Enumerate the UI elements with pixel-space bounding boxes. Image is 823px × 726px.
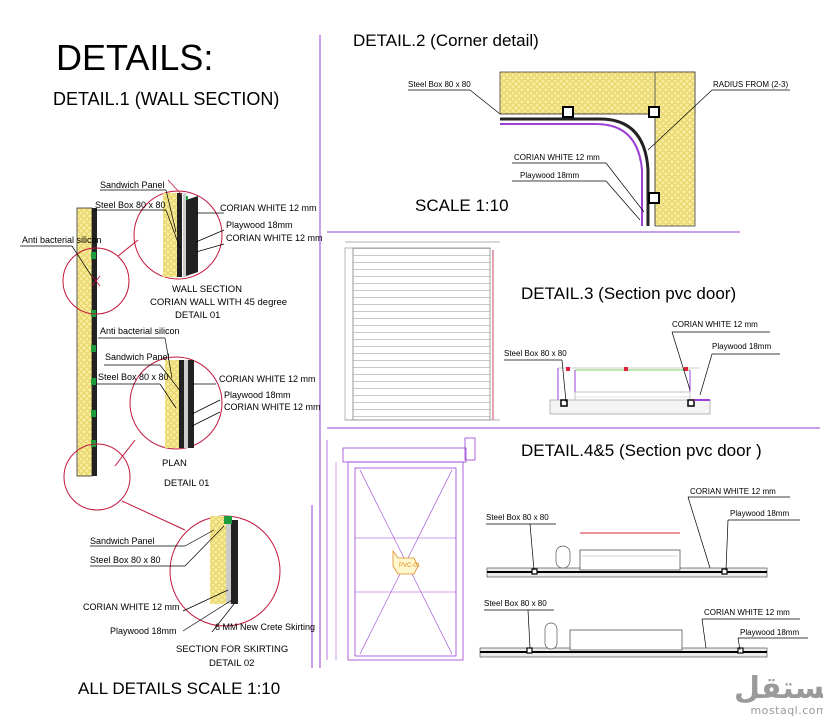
d3-corian-label: CORIAN WHITE 12 mm [672,320,758,329]
d2-radius-label: RADIUS FROM (2-3) [713,80,789,89]
d1-bot-skirting-label: 6 MM New Crete Skirting [215,622,316,632]
d45-upper-corian-label: CORIAN WHITE 12 mm [690,487,776,496]
detail45-door-elevation [326,437,476,661]
detail2-corner [408,71,790,227]
detail1-callout-bottom-detail [210,516,238,604]
d2-corian-label: CORIAN WHITE 12 mm [514,153,600,162]
d1-mid-sandwich-label: Sandwich Panel [105,352,170,362]
detail1-callout-top-detail [163,193,198,277]
d1-bot-plywood-label: Playwood 18mm [110,626,177,636]
d1-bot-sandwich-label: Sandwich Panel [90,536,155,546]
detail1-callout-mid-detail [165,360,194,448]
watermark-latin: mostaql.com [750,704,823,717]
d1-top-caption1: WALL SECTION [172,284,243,295]
detail3-title: DETAIL.3 (Section pvc door) [521,284,737,303]
detail1-wall-strip [76,207,97,477]
sheet-title: DETAILS: [56,37,214,78]
d45-upper-plywood-label: Playwood 18mm [730,509,790,518]
d2-steel-label: Steel Box 80 x 80 [408,80,471,89]
d1-mid-caption2: DETAIL 01 [164,478,210,489]
detail1-red-marks [91,179,183,287]
watermark: مستقل mostaql.com [734,671,823,718]
d1-top-caption2: CORIAN WALL WITH 45 degree [150,297,288,308]
d1-top-plywood-label: Playwood 18mm [226,220,293,230]
d1-mid-silicon-label: Anti bacterial silicon [100,326,180,336]
detail2-title: DETAIL.2 (Corner detail) [353,31,539,50]
d1-mid-steel-label: Steel Box 80 x 80 [98,372,169,382]
d1-bot-caption1: SECTION FOR SKIRTING [176,644,289,655]
d1-mid-caption1: PLAN [162,458,187,469]
d1-top-sandwich-label: Sandwich Panel [100,180,165,190]
d1-top-corian2-label: CORIAN WHITE 12 mm [226,233,323,243]
d45-lower-plywood-label: Playwood 18mm [740,628,800,637]
d45-door-tag: PVC-01 [399,563,421,569]
d45-upper-steel-label: Steel Box 80 x 80 [486,513,549,522]
detail1-title: DETAIL.1 (WALL SECTION) [53,89,280,109]
d1-top-silicon-label: Anti bacterial silicon [22,235,102,245]
d1-mid-corian1-label: CORIAN WHITE 12 mm [219,374,316,384]
detail2-scale: SCALE 1:10 [415,196,509,215]
d45-lower-steel-label: Steel Box 80 x 80 [484,599,547,608]
detail45-title: DETAIL.4&5 (Section pvc door ) [521,441,762,460]
detail1-leaders [20,189,235,633]
d45-lower-corian-label: CORIAN WHITE 12 mm [704,608,790,617]
d1-top-corian1-label: CORIAN WHITE 12 mm [220,203,317,213]
sheet-footer-scale: ALL DETAILS SCALE 1:10 [78,679,281,698]
d1-mid-corian2-label: CORIAN WHITE 12 mm [224,402,321,412]
d1-bot-corian-label: CORIAN WHITE 12 mm [83,602,180,612]
d1-top-steel-label: Steel Box 80 x 80 [95,200,166,210]
d3-plywood-label: Playwood 18mm [712,342,772,351]
d1-top-caption3: DETAIL 01 [175,310,221,321]
sheet-guides [311,35,820,668]
watermark-arabic: مستقل [734,671,823,706]
d1-mid-plywood-label: Playwood 18mm [224,390,291,400]
d1-bot-steel-label: Steel Box 80 x 80 [90,555,161,565]
d2-plywood-label: Playwood 18mm [520,171,580,180]
detail3-door-elevation [344,241,500,421]
detail45-upper-section [486,496,800,578]
detail3-section [504,331,780,415]
detail45-lower-section [479,609,808,658]
d1-bot-caption2: DETAIL 02 [209,658,255,669]
d3-steel-label: Steel Box 80 x 80 [504,349,567,358]
